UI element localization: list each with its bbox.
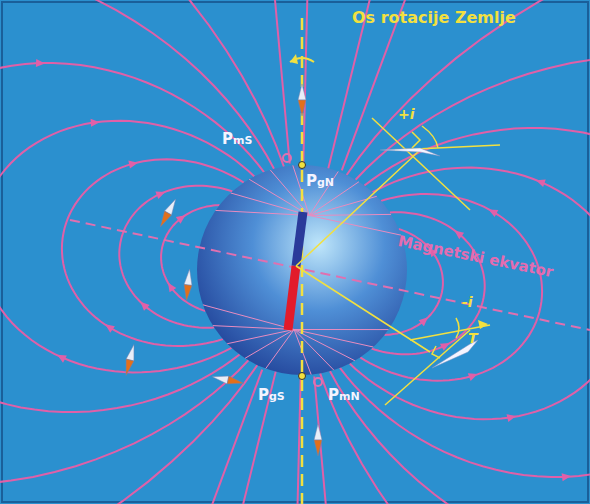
field-line [180, 370, 263, 504]
inclination-construction-bottom [296, 266, 490, 405]
compass-needle [227, 376, 244, 384]
field-arrowhead [488, 209, 498, 217]
pole-label: PgN [306, 172, 334, 190]
pole-label: PmS [222, 130, 252, 148]
compass-needle [314, 424, 322, 440]
rotation-arrowhead [290, 54, 298, 64]
compass-needle [298, 84, 306, 100]
magnet-north-half [288, 266, 296, 330]
inner-field-line [249, 179, 309, 215]
field-arrowhead [419, 317, 428, 326]
compass-needle [184, 269, 192, 285]
field-arrowhead [91, 119, 100, 127]
field-line [303, 0, 309, 165]
inclination-label: +i [398, 106, 415, 122]
field-line [295, 375, 301, 504]
field-arrowhead [155, 191, 165, 199]
inner-field-line [294, 329, 388, 330]
tangent-arrowhead [478, 320, 488, 329]
axis-label: Os rotacije Zemlje [352, 8, 516, 27]
field-arrowhead [176, 215, 186, 223]
inner-field-line [245, 329, 294, 358]
compass-needles [126, 84, 322, 456]
field-arrowhead [454, 231, 464, 240]
compass-needle [160, 211, 171, 227]
pole-label: PmN [328, 386, 360, 404]
compass-needle [126, 345, 134, 362]
inner-field-line [231, 193, 310, 215]
pole-label: PgS [258, 386, 285, 404]
field-arrowhead [140, 302, 149, 311]
field-arrowhead [128, 161, 138, 169]
field-arrowhead [168, 283, 176, 293]
inner-field-line [309, 215, 401, 235]
compass-needle [298, 100, 306, 116]
inner-field-line [270, 170, 309, 216]
magnetic-pole-bottom [314, 378, 322, 386]
field-arrowhead [57, 355, 67, 363]
field-line [268, 0, 289, 163]
compass-needle [212, 376, 229, 384]
compass-needle [184, 285, 192, 301]
compass-needle [126, 359, 134, 376]
inclination-label: -i [462, 294, 473, 310]
inner-field-line [213, 326, 294, 330]
geographic-north-pole [299, 162, 306, 169]
tangent-label: T [468, 330, 478, 346]
inner-field-line [294, 329, 334, 370]
field-arrowhead [468, 373, 478, 381]
equator-label: Magnetski ekvator [396, 232, 554, 281]
field-arrowhead [562, 473, 571, 481]
inner-field-line [266, 329, 294, 368]
magnetic-equator-line [70, 220, 590, 330]
field-arrowhead [105, 324, 115, 332]
field-arrowhead [507, 414, 517, 422]
inner-field-line [203, 305, 294, 330]
magnet-south-half [296, 212, 303, 266]
inner-field-line [294, 329, 373, 347]
geographic-south-pole [299, 373, 306, 380]
compass-needle [380, 148, 440, 156]
compass-needle [314, 440, 322, 456]
field-arrowhead [536, 179, 546, 187]
field-arrowhead [36, 59, 45, 67]
magnetic-pole-top [283, 154, 291, 162]
inner-field-line [227, 329, 294, 343]
